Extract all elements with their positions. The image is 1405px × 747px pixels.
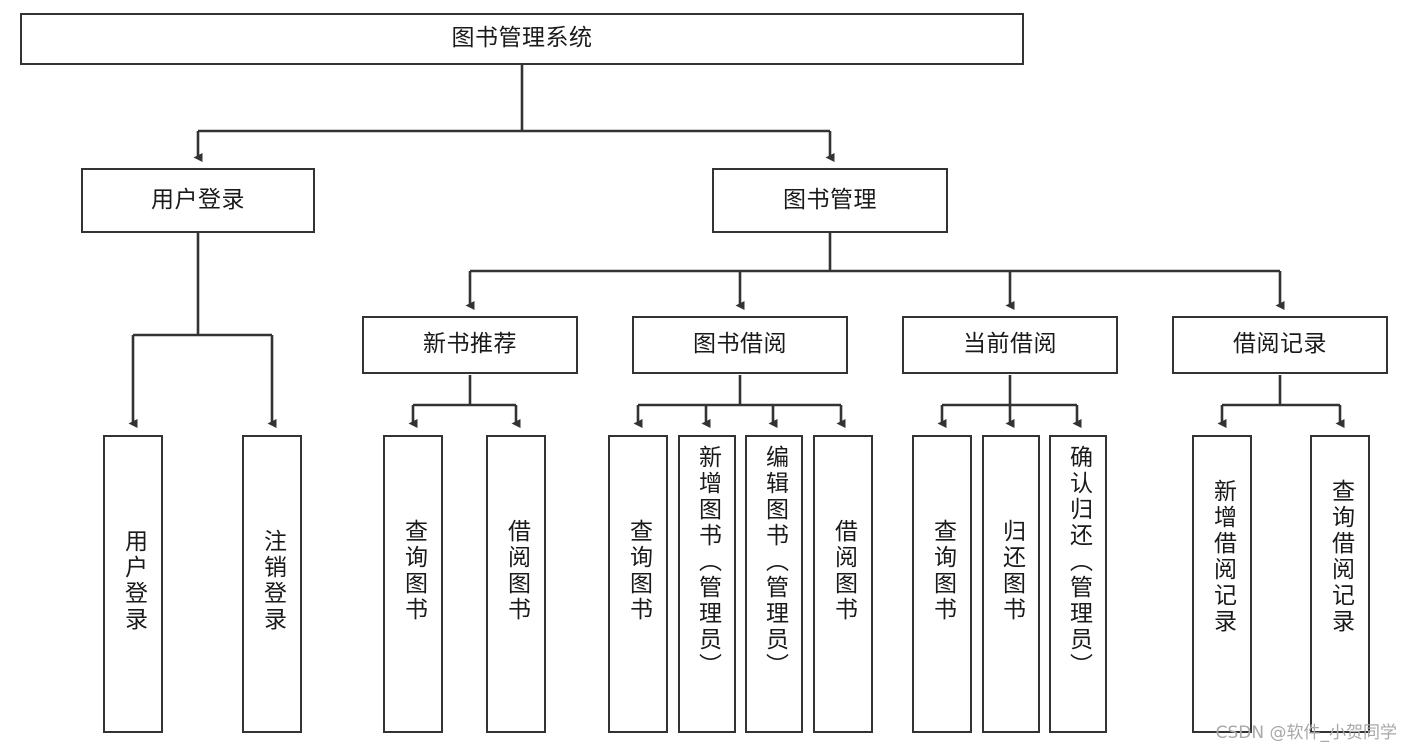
edge-userlogin-to-leaves xyxy=(128,233,277,428)
leaf-borrow-book-2-label: 借阅图书 xyxy=(830,519,857,623)
node-book-manage-label: 图书管理 xyxy=(783,186,877,213)
leaf-user-login[interactable]: 用户登录 xyxy=(103,435,163,733)
node-root[interactable]: 图书管理系统 xyxy=(20,13,1024,65)
node-book-manage[interactable]: 图书管理 xyxy=(712,168,948,233)
node-user-login[interactable]: 用户登录 xyxy=(81,168,315,233)
leaf-query-book-3[interactable]: 查询图书 xyxy=(912,435,972,733)
leaf-query-book-1[interactable]: 查询图书 xyxy=(383,435,443,733)
leaf-query-borrow-record[interactable]: 查询借阅记录 xyxy=(1310,435,1370,733)
leaf-confirm-return-label: 确认归还（管理员） xyxy=(1065,445,1092,679)
leaf-borrow-book-2[interactable]: 借阅图书 xyxy=(813,435,873,733)
edge-newbook-to-leaves xyxy=(408,375,521,428)
leaf-return-book-label: 归还图书 xyxy=(998,519,1025,623)
leaf-borrow-book-1[interactable]: 借阅图书 xyxy=(486,435,546,733)
leaf-logout[interactable]: 注销登录 xyxy=(242,435,302,733)
node-current-borrow-label: 当前借阅 xyxy=(963,331,1057,358)
node-new-book-recommend[interactable]: 新书推荐 xyxy=(362,316,578,374)
leaf-add-book[interactable]: 新增图书（管理员） xyxy=(678,435,736,733)
edge-bookborrow-to-leaves xyxy=(633,375,846,428)
leaf-edit-book-label: 编辑图书（管理员） xyxy=(761,445,788,679)
leaf-edit-book[interactable]: 编辑图书（管理员） xyxy=(745,435,803,733)
leaf-user-login-label: 用户登录 xyxy=(120,529,147,633)
leaf-query-book-2[interactable]: 查询图书 xyxy=(608,435,668,733)
node-new-book-recommend-label: 新书推荐 xyxy=(423,331,517,358)
edge-currentborrow-to-leaves xyxy=(937,375,1082,428)
leaf-add-book-label: 新增图书（管理员） xyxy=(694,445,721,679)
edge-root-to-level2 xyxy=(193,65,835,162)
node-borrow-record[interactable]: 借阅记录 xyxy=(1172,316,1388,374)
leaf-logout-label: 注销登录 xyxy=(259,529,286,633)
leaf-query-book-3-label: 查询图书 xyxy=(929,519,956,623)
node-user-login-label: 用户登录 xyxy=(151,186,245,213)
node-root-label: 图书管理系统 xyxy=(451,25,593,52)
leaf-borrow-book-1-label: 借阅图书 xyxy=(503,519,530,623)
watermark-text: CSDN @软件_小贺同学 xyxy=(1215,723,1397,743)
leaf-query-borrow-record-label: 查询借阅记录 xyxy=(1327,479,1354,635)
leaf-return-book[interactable]: 归还图书 xyxy=(982,435,1040,733)
leaf-confirm-return[interactable]: 确认归还（管理员） xyxy=(1049,435,1107,733)
node-current-borrow[interactable]: 当前借阅 xyxy=(902,316,1118,374)
edge-borrowrecord-to-leaves xyxy=(1217,375,1345,428)
node-book-borrow-label: 图书借阅 xyxy=(693,331,787,358)
node-book-borrow[interactable]: 图书借阅 xyxy=(632,316,848,374)
leaf-add-borrow-record-label: 新增借阅记录 xyxy=(1209,479,1236,635)
edge-bookmanage-to-level3 xyxy=(465,233,1285,310)
leaf-query-book-2-label: 查询图书 xyxy=(625,519,652,623)
node-borrow-record-label: 借阅记录 xyxy=(1233,331,1327,358)
leaf-add-borrow-record[interactable]: 新增借阅记录 xyxy=(1192,435,1252,733)
leaf-query-book-1-label: 查询图书 xyxy=(400,519,427,623)
